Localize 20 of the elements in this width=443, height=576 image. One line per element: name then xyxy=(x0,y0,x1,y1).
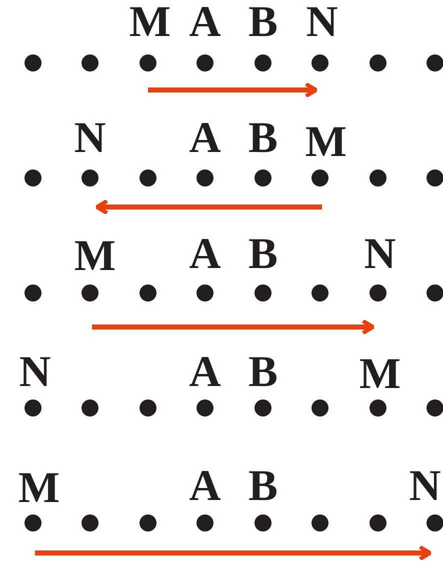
point-label: B xyxy=(248,350,278,394)
point-label: N xyxy=(74,116,106,160)
point-label: B xyxy=(248,116,278,160)
point-label: M xyxy=(18,466,60,510)
point-label: M xyxy=(305,120,347,164)
point-label: N xyxy=(306,0,338,44)
point-label: A xyxy=(189,464,221,508)
point-label: B xyxy=(248,0,278,44)
point-label: N xyxy=(364,232,396,276)
point-label: A xyxy=(189,116,221,160)
point-label: B xyxy=(248,464,278,508)
point-label: M xyxy=(129,0,171,44)
point-label: N xyxy=(409,464,441,508)
point-label: B xyxy=(248,232,278,276)
point-label: M xyxy=(74,234,116,278)
point-label: M xyxy=(359,352,401,396)
point-label: A xyxy=(189,350,221,394)
point-label: A xyxy=(189,232,221,276)
point-label: N xyxy=(19,350,51,394)
point-label: A xyxy=(189,0,221,44)
